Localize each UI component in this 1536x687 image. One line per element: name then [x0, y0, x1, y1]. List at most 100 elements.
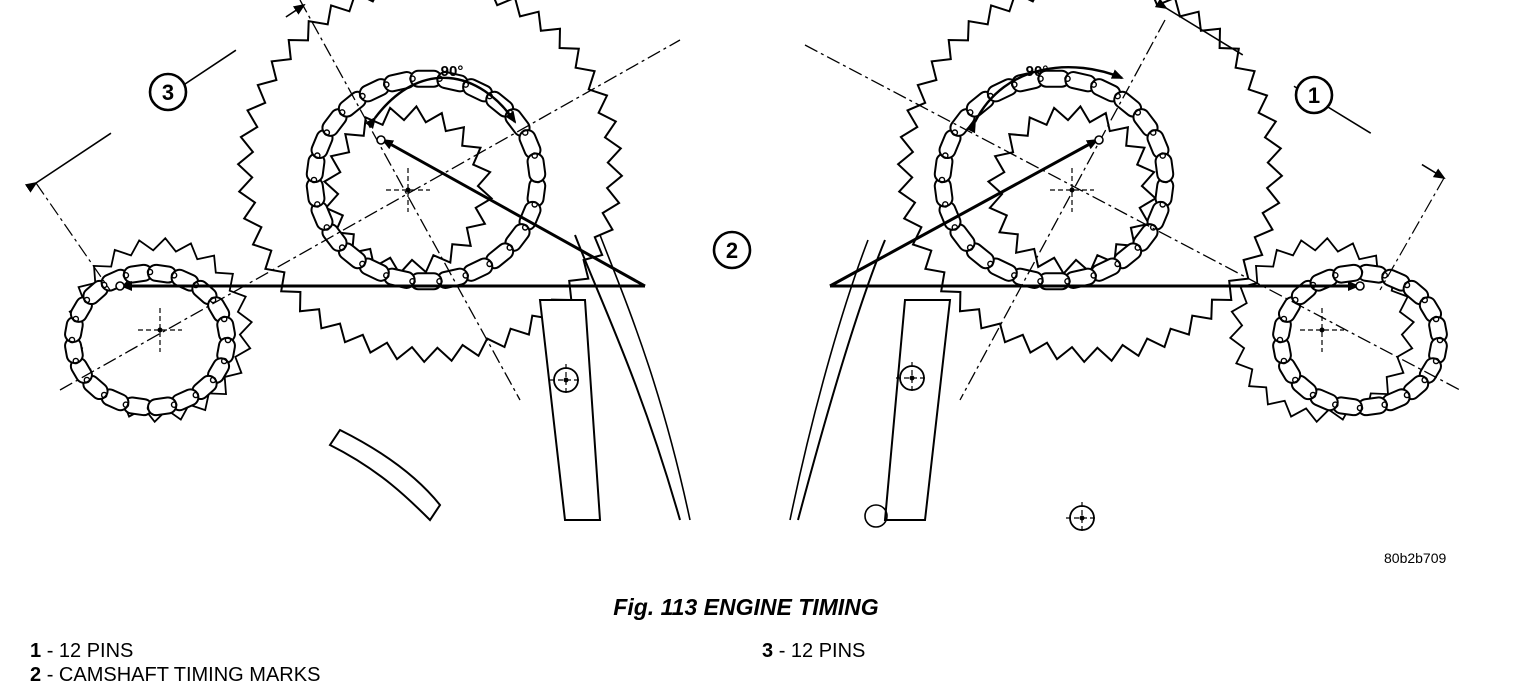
- chain-pin: [1134, 109, 1142, 116]
- chain-pin: [506, 244, 514, 251]
- chain-pin: [170, 401, 178, 409]
- chain-pin: [1436, 336, 1444, 344]
- chain-pin: [1432, 315, 1440, 323]
- legend-item-1: 1 - 12 PINS: [30, 639, 320, 663]
- center-dot: [157, 327, 163, 333]
- chain-pin: [68, 336, 76, 344]
- chain-pin: [382, 81, 390, 88]
- chain-pin: [1276, 336, 1284, 344]
- chain-pin: [1134, 244, 1142, 251]
- chain-pin: [100, 391, 108, 399]
- chain-pin: [521, 224, 529, 231]
- chain-pin: [531, 152, 539, 159]
- figure-caption: Fig. 113 ENGINE TIMING: [613, 594, 879, 620]
- chain-guide-rail-edge: [789, 239, 869, 521]
- center-mark: [386, 168, 430, 212]
- cover-edge: [328, 428, 442, 522]
- chain-pin: [224, 336, 232, 344]
- chain-pin: [1381, 271, 1388, 279]
- chain-pin: [966, 244, 974, 251]
- center-mark: [1300, 308, 1344, 352]
- centerline: [299, 0, 521, 401]
- chain-pin: [462, 272, 470, 279]
- chain-pin: [382, 272, 390, 279]
- chain-pin: [338, 109, 346, 116]
- chain-pin: [72, 357, 80, 365]
- timing-chain-secondary: [64, 263, 236, 417]
- chain-pin: [313, 152, 321, 159]
- chain-pin: [1090, 272, 1097, 279]
- chain-pin: [310, 176, 318, 184]
- chain-pin: [1421, 376, 1428, 384]
- timing-pin-mark: [1355, 281, 1365, 291]
- centerline: [804, 44, 1461, 391]
- centerline: [59, 39, 681, 391]
- legend-text: - 12 PINS: [46, 640, 134, 662]
- angle-label: 90°: [441, 63, 464, 80]
- callout-circle: [1294, 75, 1334, 115]
- callout-number: 3: [162, 80, 174, 105]
- chain-pin: [521, 129, 529, 136]
- chain-pin: [1037, 277, 1044, 285]
- chain-pin: [359, 260, 366, 268]
- chain-pin: [942, 201, 949, 208]
- chain-pin: [1309, 391, 1317, 399]
- angle-arc: [966, 66, 1124, 134]
- chain-pin: [1114, 260, 1121, 268]
- chain-pin: [1280, 357, 1288, 365]
- chain-guide-rail: [797, 239, 886, 521]
- chain-pin: [323, 224, 331, 231]
- chain-pin: [987, 260, 994, 268]
- center-mark: [550, 364, 582, 396]
- center-dot: [909, 375, 915, 381]
- chain-pin: [72, 315, 80, 323]
- chain-pin: [220, 357, 228, 365]
- center-mark: [1050, 168, 1094, 212]
- legend-number: 2: [30, 664, 42, 686]
- chain-pin: [209, 376, 217, 384]
- center-mark: [138, 308, 182, 352]
- chain-pin: [313, 201, 321, 208]
- chain-pin: [83, 296, 91, 304]
- legend-number: 1: [30, 640, 42, 662]
- tensioner-arm: [538, 299, 602, 521]
- chain-pin: [1064, 277, 1071, 285]
- chain-guide-rail-edge: [599, 234, 691, 521]
- chain-pin: [323, 129, 331, 136]
- chain-pin: [942, 152, 949, 159]
- chain-pin: [938, 176, 946, 184]
- timing-arrow-diagonal: [829, 138, 1099, 288]
- right-camshaft-assembly: 90°: [789, 0, 1461, 534]
- figure-reference-code: 80b2b709: [1384, 550, 1447, 566]
- timing-chain-inner: [305, 69, 547, 291]
- chain-pin: [146, 268, 154, 276]
- dimension-extension: [35, 182, 111, 291]
- callout-circle: [712, 230, 752, 270]
- chain-pin: [1159, 201, 1166, 208]
- center-mark: [896, 362, 928, 394]
- callout-circle: [148, 72, 188, 112]
- chain-pin: [83, 376, 91, 384]
- legend-item-2: 2 - CAMSHAFT TIMING MARKS: [30, 663, 320, 687]
- chain-pin: [1403, 391, 1411, 399]
- callout-2: 2: [712, 230, 752, 270]
- chain-pin: [1332, 401, 1339, 409]
- chain-pin: [1421, 296, 1428, 304]
- center-dot: [1319, 327, 1325, 333]
- timing-chain-secondary: [1272, 263, 1448, 417]
- timing-pin-mark: [1094, 135, 1104, 145]
- angle-label: 90°: [1026, 63, 1049, 80]
- legend-item-3: 3 - 12 PINS: [762, 639, 865, 663]
- chain-pin: [1432, 357, 1440, 365]
- left-camshaft-assembly: 90°: [24, 0, 691, 522]
- dimension-extension: [1379, 177, 1445, 291]
- callout-number: 2: [726, 238, 738, 263]
- chain-pin: [951, 129, 959, 136]
- mounting-hole: [864, 504, 888, 528]
- chain-pin: [122, 271, 130, 279]
- callout-number: 1: [1308, 83, 1320, 108]
- callout-layer: 1 2 3: [148, 72, 1334, 270]
- chain-pin: [1011, 272, 1018, 279]
- chain-pin: [209, 296, 217, 304]
